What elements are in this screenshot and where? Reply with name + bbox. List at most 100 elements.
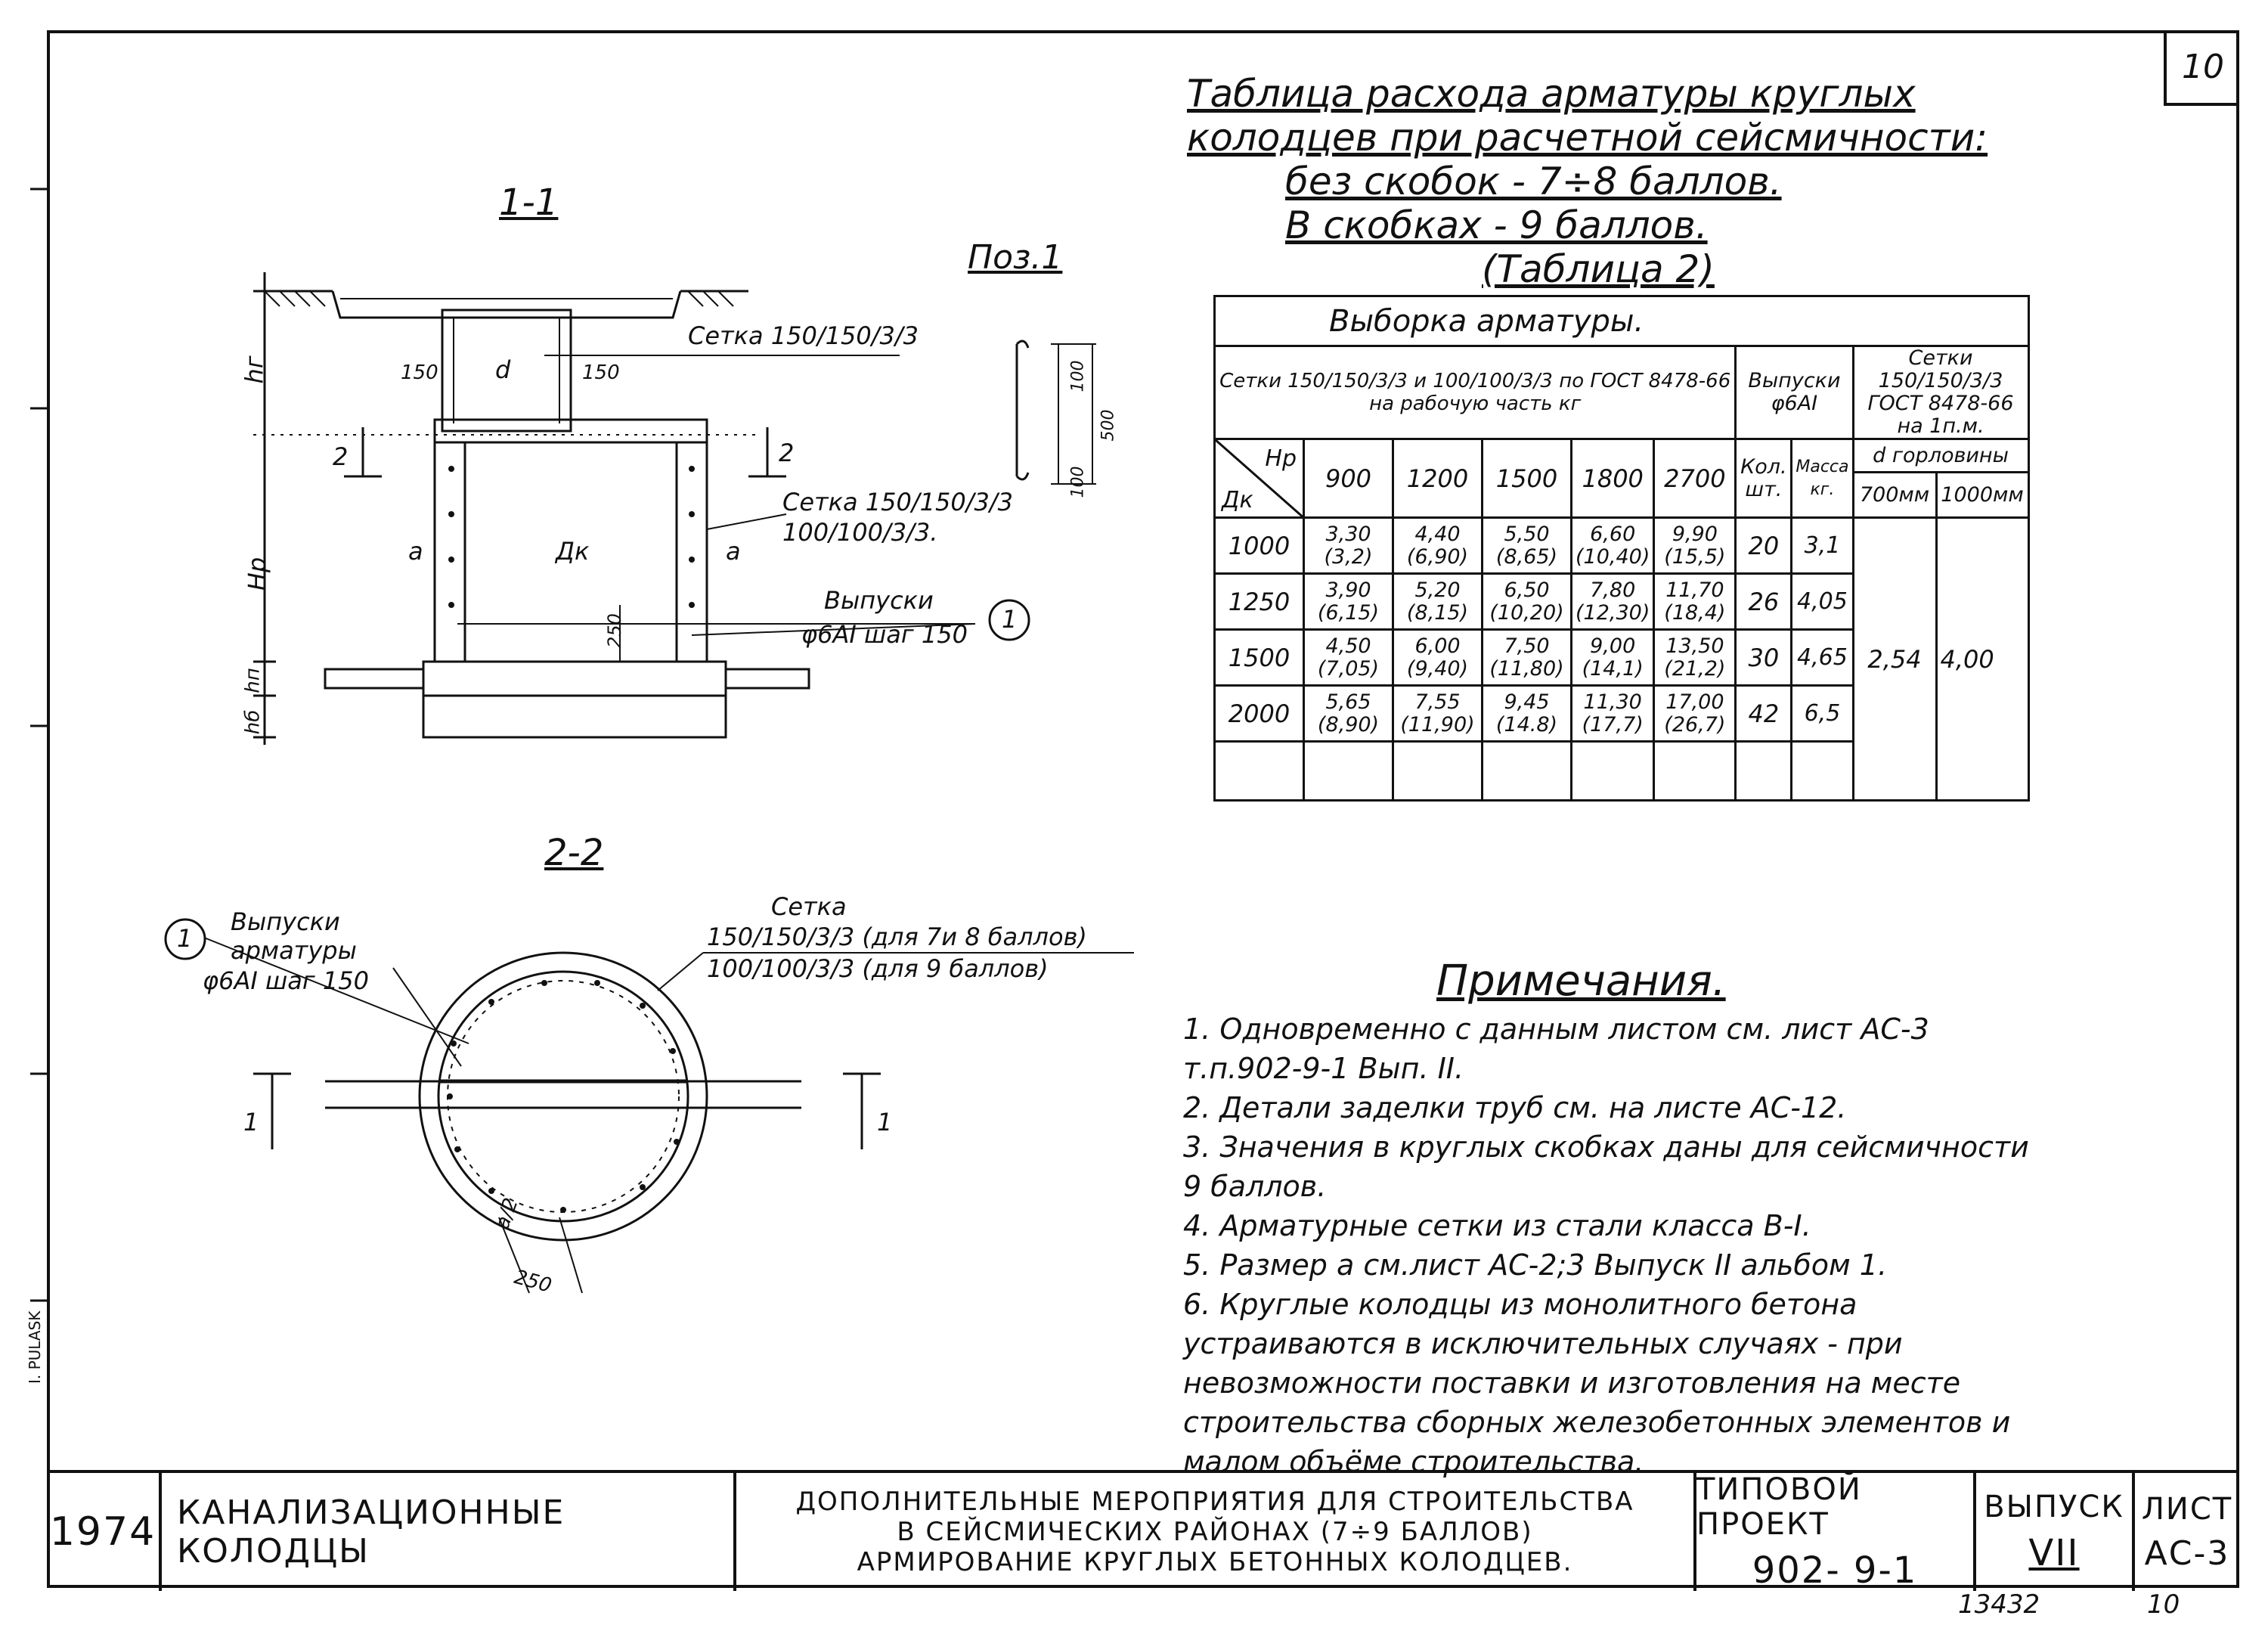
empty-cell (1481, 740, 1572, 802)
value: 7,55 (1414, 690, 1461, 714)
kol: 42 (1734, 684, 1793, 743)
title-line-3: без скобок - 7÷8 баллов. (1285, 160, 1782, 203)
d-label: d (495, 355, 511, 384)
hp-dk-corner: Нр Дк (1213, 438, 1305, 519)
rebar-table: Выборка арматуры. Сетки 150/150/3/3 и 10… (1213, 295, 2030, 802)
drawing-frame (47, 30, 2239, 1588)
kol: 26 (1734, 572, 1793, 631)
title-line-5: (Таблица 2) (1482, 247, 1715, 291)
stamp-desc-2: В СЕЙСМИЧЕСКИХ РАЙОНАХ (7÷9 БАЛЛОВ) (897, 1517, 1533, 1547)
hp-1800: 1800 (1569, 438, 1656, 519)
hp-label: Hp (243, 557, 272, 591)
setka-top-label: Сетка 150/150/3/3 (688, 321, 919, 350)
section-1-1-drawing (253, 272, 1096, 745)
section-2-2-label: 2-2 (544, 832, 604, 874)
value: 9,90 (1672, 522, 1718, 546)
cell: 7,80(12,30) (1569, 572, 1656, 631)
massa: 4,05 (1790, 572, 1854, 631)
stamp-sheet: ЛИСТ АС-3 (2135, 1473, 2239, 1591)
empty-cell (1303, 740, 1394, 802)
gorl-700: 700мм (1851, 471, 1938, 519)
stamp-year: 1974 (47, 1473, 162, 1591)
kol: 30 (1734, 628, 1793, 687)
cell: 9,00(14,1) (1569, 628, 1656, 687)
stamp-issue-value: VII (2028, 1532, 2080, 1574)
hn-label: hп (241, 668, 265, 693)
dim-150-right: 150 (582, 361, 620, 384)
stamp-sheet-label: ЛИСТ (2141, 1491, 2233, 1527)
hp-900: 900 (1303, 438, 1394, 519)
cell: 9,90(15,5) (1653, 516, 1737, 575)
cell: 9,45(14.8) (1481, 684, 1572, 743)
notes-title: Примечания. (1436, 957, 1726, 1006)
cut-left-label: 2 (333, 442, 349, 471)
hp-2700: 2700 (1653, 438, 1737, 519)
stamp-project-value: 902- 9-1 (1752, 1549, 1918, 1592)
massa-label: Масса кг. (1790, 438, 1854, 519)
value-9: (3,2) (1324, 544, 1373, 569)
cell: 6,60(10,40) (1569, 516, 1656, 575)
cell: 5,65(8,90) (1303, 684, 1394, 743)
value: 6,00 (1414, 634, 1461, 658)
empty-cell (1734, 740, 1793, 802)
value-9: (11,80) (1489, 656, 1564, 681)
dk-1000: 1000 (1213, 516, 1305, 575)
hp-1200: 1200 (1392, 438, 1483, 519)
note-item: 5. Размер a см.лист АС-2;3 Выпуск II аль… (1183, 1248, 1888, 1282)
binding-marks (30, 188, 48, 1302)
value-9: (8,15) (1406, 600, 1469, 625)
value: 6,60 (1590, 522, 1636, 546)
cell: 6,50(10,20) (1481, 572, 1572, 631)
value-9: (26,7) (1664, 712, 1726, 736)
massa: 3,1 (1790, 516, 1854, 575)
stamp-name: КАНАЛИЗАЦИОННЫЕ КОЛОДЦЫ (162, 1473, 736, 1591)
cell: 4,40(6,90) (1392, 516, 1483, 575)
dk-label: Дк (1222, 487, 1253, 513)
head-setki2: Сетки 150/150/3/3 ГОСТ 8478-66 на 1п.м. (1851, 345, 2030, 440)
s2-vyp-2: арматуры (231, 936, 357, 965)
value: 4,40 (1414, 522, 1461, 546)
cell: 17,00(26,7) (1653, 684, 1737, 743)
hg-label: hг (240, 355, 269, 384)
value: 17,00 (1665, 690, 1724, 714)
value-9: (12,30) (1576, 600, 1650, 625)
hp-1500: 1500 (1481, 438, 1572, 519)
poz-dim-top: 100 (1068, 360, 1088, 392)
vypuski-label-2: φ6AI шаг 150 (801, 620, 968, 649)
stamp-issue: ВЫПУСК VII (1976, 1473, 2135, 1591)
stamp-description: ДОПОЛНИТЕЛЬНЫЕ МЕРОПРИЯТИЯ ДЛЯ СТРОИТЕЛЬ… (736, 1473, 1696, 1591)
gorl-1000-value: 4,00 (1935, 516, 2030, 802)
value-9: (10,40) (1576, 544, 1650, 569)
value-9: (9,40) (1406, 656, 1469, 681)
empty-cell (1392, 740, 1483, 802)
title-line-1: Таблица расхода арматуры круглых (1187, 72, 1916, 116)
value-9: (8,90) (1317, 712, 1380, 736)
value-9: (6,90) (1406, 544, 1469, 569)
value: 11,70 (1665, 578, 1724, 602)
value-9: (6,15) (1317, 600, 1380, 625)
value: 5,50 (1504, 522, 1550, 546)
stamp-project: ТИПОВОЙ ПРОЕКТ 902- 9-1 (1696, 1472, 1976, 1592)
cell: 5,20(8,15) (1392, 572, 1483, 631)
title-line-2: колодцев при расчетной сейсмичности: (1187, 116, 1988, 160)
section-2-2-drawing (164, 918, 1134, 1294)
footer-code: 13432 (1958, 1589, 2040, 1620)
note-item: 2. Детали заделки труб см. на листе АС-1… (1183, 1091, 1847, 1124)
stamp-issue-label: ВЫПУСК (1984, 1490, 2124, 1524)
value-9: (21,2) (1664, 656, 1726, 681)
hb-label: hб (241, 709, 265, 735)
notes-list: 1. Одновременно с данным листом см. лист… (1183, 1009, 2030, 1481)
stamp-desc-1: ДОПОЛНИТЕЛЬНЫЕ МЕРОПРИЯТИЯ ДЛЯ СТРОИТЕЛЬ… (795, 1487, 1634, 1517)
hp-label: Нр (1265, 445, 1297, 472)
massa: 6,5 (1790, 684, 1854, 743)
empty-cell (1653, 740, 1737, 802)
massa: 4,65 (1790, 628, 1854, 687)
vypuski-label-1: Выпуски (824, 586, 934, 615)
value-9: (17,7) (1582, 712, 1644, 736)
head-setki: Сетки 150/150/3/3 и 100/100/3/3 по ГОСТ … (1213, 345, 1737, 440)
title-block: 1974 КАНАЛИЗАЦИОННЫЕ КОЛОДЦЫ ДОПОЛНИТЕЛЬ… (47, 1470, 2239, 1592)
dk-1250: 1250 (1213, 572, 1305, 631)
value-9: (11,90) (1400, 712, 1475, 736)
section-1-1-label: 1-1 (499, 181, 559, 224)
sheet-number: 10 (2182, 47, 2224, 86)
